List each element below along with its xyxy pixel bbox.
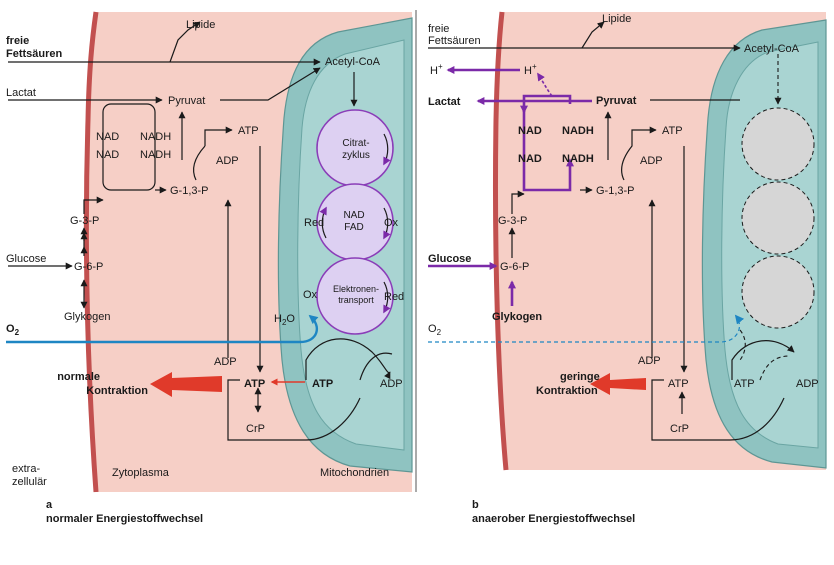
g3p-label-b: G-3-P [498, 215, 527, 227]
extracellular-label-a-2: zellulär [12, 476, 47, 488]
atp-top-label-a: ATP [238, 125, 259, 137]
panel-a: Lipide freie Fettsäuren Acetyl-CoA Lacta… [6, 11, 413, 525]
nad-shuttle-box-a [102, 103, 156, 191]
atp-mito-label-b: ATP [734, 378, 755, 390]
red-label-a-1: Red [304, 217, 324, 229]
atp-top-label-b: ATP [662, 125, 683, 137]
crp-label-b: CrP [670, 423, 689, 435]
g3p-label-a: G-3-P [70, 215, 99, 227]
nadh-label-a-2: NADH [140, 149, 171, 161]
adp-mito-label-b: ADP [796, 378, 819, 390]
water-label-a: H2O [274, 313, 295, 327]
red-label-a-2: Red [384, 291, 404, 303]
h-plus-left-b: H+ [430, 62, 443, 77]
h-plus-right-b: H+ [524, 62, 537, 77]
nadh-label-a-1: NADH [140, 131, 171, 143]
adp-mito-label-a: ADP [380, 378, 403, 390]
crp-label-a: CrP [246, 423, 265, 435]
lactate-label-a: Lactat [6, 87, 36, 99]
nad-label-a-1: NAD [96, 131, 119, 143]
lactate-label-b: Lactat [428, 96, 461, 108]
inactive-cycle-circle-b-3 [741, 255, 815, 329]
acetyl-coa-label-a: Acetyl-CoA [325, 56, 381, 68]
contraction-label-b-2: Kontraktion [536, 385, 598, 397]
oxygen-label-a: O2 [6, 323, 20, 337]
nadh-label-b-2: NADH [562, 153, 594, 165]
nad-label-b-1: NAD [518, 125, 542, 137]
adp-top-label-b: ADP [640, 155, 663, 167]
lipids-label-b: Lipide [602, 13, 631, 25]
atp-mito-label-a: ATP [312, 378, 333, 390]
g13p-label-b: G-1,3-P [596, 185, 635, 197]
ox-label-a-2: Ox [303, 289, 318, 301]
atp-center-label-b: ATP [668, 378, 689, 390]
glycogen-label-a: Glykogen [64, 311, 110, 323]
contraction-label-a-1: normale [57, 371, 100, 383]
adp-low-label-a: ADP [214, 356, 237, 368]
contraction-arrow-a [150, 372, 222, 397]
g6p-label-a: G-6-P [74, 261, 103, 273]
contraction-label-a-2: Kontraktion [86, 385, 148, 397]
glucose-label-b: Glucose [428, 253, 471, 265]
nad-fad-label-a-1: NAD [343, 210, 364, 221]
caption-letter-a: a [46, 499, 53, 511]
adp-top-label-a: ADP [216, 155, 239, 167]
lipids-label-a: Lipide [186, 19, 215, 31]
nad-label-b-2: NAD [518, 153, 542, 165]
g6p-label-b: G-6-P [500, 261, 529, 273]
free-fatty-acids-label-b-2: Fettsäuren [428, 35, 481, 47]
panel-b: Lipide freie Fettsäuren Acetyl-CoA H+ H+… [428, 11, 827, 525]
nad-fad-label-a-2: FAD [344, 222, 363, 233]
mitochondria-label-a: Mitochondrien [320, 467, 389, 479]
inactive-cycle-circle-b-2 [741, 181, 815, 255]
extracellular-label-a-1: extra- [12, 463, 40, 475]
pyruvate-label-b: Pyruvat [596, 95, 637, 107]
nadh-label-b-1: NADH [562, 125, 594, 137]
caption-letter-b: b [472, 499, 479, 511]
atp-center-label-a: ATP [244, 378, 265, 390]
caption-b: anaerober Energiestoffwechsel [472, 513, 635, 525]
nad-label-a-2: NAD [96, 149, 119, 161]
g13p-label-a: G-1,3-P [170, 185, 209, 197]
free-fatty-acids-label-a-1: freie [6, 35, 29, 47]
caption-a: normaler Energiestoffwechsel [46, 513, 203, 525]
free-fatty-acids-label-b-1: freie [428, 23, 449, 35]
electron-transport-circle-a [316, 257, 394, 335]
contraction-label-b-1: geringe [560, 371, 600, 383]
electron-transport-label-a-1: Elektronen- [333, 284, 379, 294]
cell-membrane-b [492, 11, 509, 471]
cytoplasm-label-a: Zytoplasma [112, 467, 170, 479]
adp-low-label-b: ADP [638, 355, 661, 367]
cell-membrane-a [83, 11, 99, 493]
ox-label-a-1: Ox [384, 217, 399, 229]
electron-transport-label-a-2: transport [338, 295, 374, 305]
free-fatty-acids-label-a-2: Fettsäuren [6, 48, 63, 60]
citrate-cycle-label-a-2: zyklus [342, 150, 370, 161]
glucose-label-a: Glucose [6, 253, 46, 265]
contraction-arrow-b [590, 373, 646, 395]
glycogen-label-b: Glykogen [492, 311, 542, 323]
pyruvate-label-a: Pyruvat [168, 95, 205, 107]
acetyl-coa-label-b: Acetyl-CoA [744, 43, 800, 55]
inactive-cycle-circle-b-1 [741, 107, 815, 181]
citrate-cycle-label-a-1: Citrat- [342, 138, 369, 149]
oxygen-label-b: O2 [428, 323, 442, 337]
